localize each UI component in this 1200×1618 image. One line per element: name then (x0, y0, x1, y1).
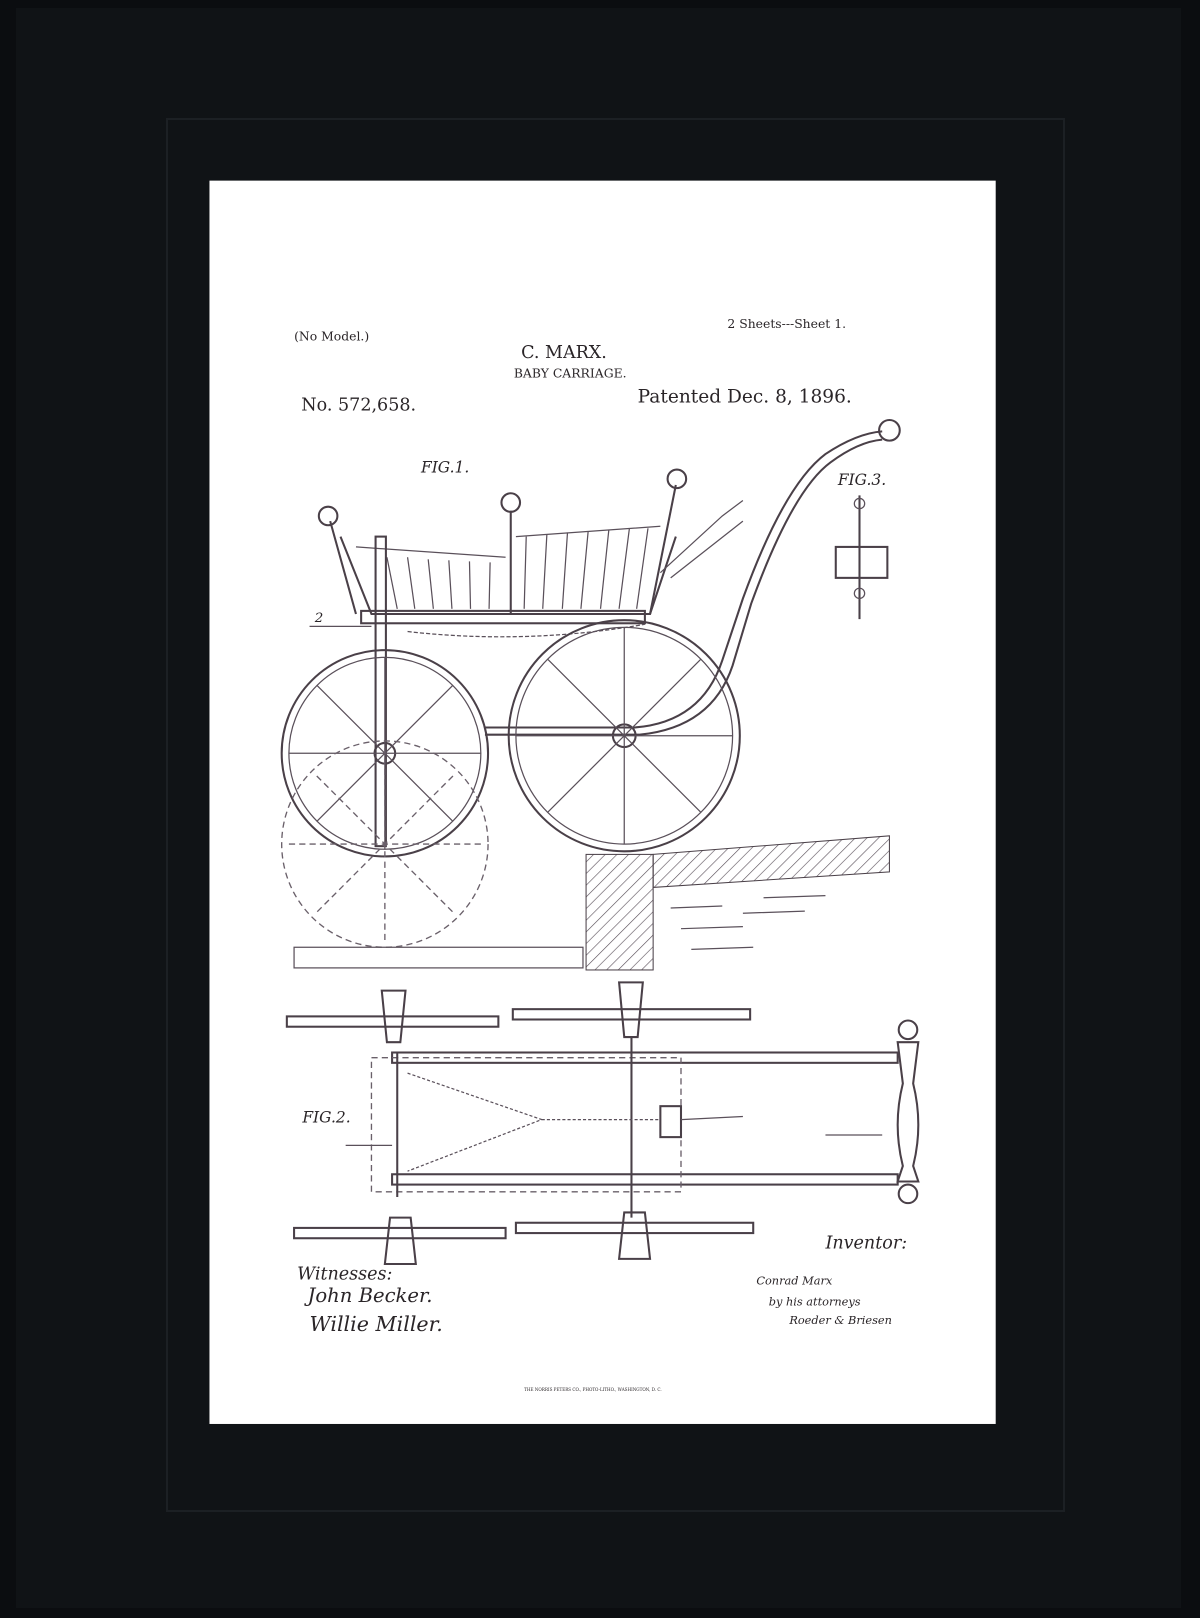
inventor-signature: Conrad Marx (756, 1274, 833, 1288)
fig1-side-view: FIG.1. 2 (280, 418, 901, 971)
wheel-plan (293, 1226, 507, 1240)
rear-wheel (507, 619, 741, 853)
fig1-label: FIG.1. (420, 459, 469, 477)
lift-post (374, 535, 387, 848)
attorney-signature: Roeder & Briesen (788, 1313, 892, 1327)
fig3-detail: FIG.3. (834, 471, 889, 620)
witness-signature: John Becker. (303, 1284, 432, 1307)
paper (209, 180, 996, 1424)
knob (500, 492, 522, 513)
push-handle (484, 430, 883, 729)
svg-text:2: 2 (314, 611, 324, 626)
curb-block (585, 853, 654, 971)
patent-date: Patented Dec. 8, 1896. (638, 386, 852, 407)
road-stones (293, 946, 584, 969)
sheet-count: 2 Sheets---Sheet 1. (727, 317, 846, 331)
knob (317, 505, 339, 527)
patent-title: BABY CARRIAGE. (514, 367, 627, 381)
fig2-plan-view: FIG.2. (285, 981, 920, 1266)
wheel-plan (285, 1015, 500, 1028)
carriage-floor (360, 609, 646, 625)
witnesses-label: Witnesses: (297, 1265, 392, 1285)
fig2-label: FIG.2. (301, 1109, 350, 1127)
inventor-heading: C. MARX. (521, 343, 607, 363)
knob (666, 468, 688, 490)
fig3-label: FIG.3. (837, 471, 886, 489)
wheel-plan (514, 1221, 755, 1235)
lithographer-footer: THE NORRIS PETERS CO., PHOTO-LITHO., WAS… (524, 1387, 662, 1392)
witness-signature: Willie Miller. (310, 1312, 443, 1336)
mat-bevel (166, 118, 1065, 1512)
front-wheel-lowered-dashed (281, 740, 489, 948)
wheel-plan (511, 1008, 752, 1021)
model-note: (No Model.) (294, 330, 369, 344)
attorney-line: by his attorneys (769, 1294, 861, 1308)
patent-number: No. 572,658. (301, 396, 416, 416)
sidewalk (652, 835, 890, 888)
inventor-label: Inventor: (824, 1234, 907, 1254)
body-slats (386, 528, 649, 609)
handle-knob (878, 418, 901, 442)
handle-bar-plan (896, 1041, 920, 1183)
